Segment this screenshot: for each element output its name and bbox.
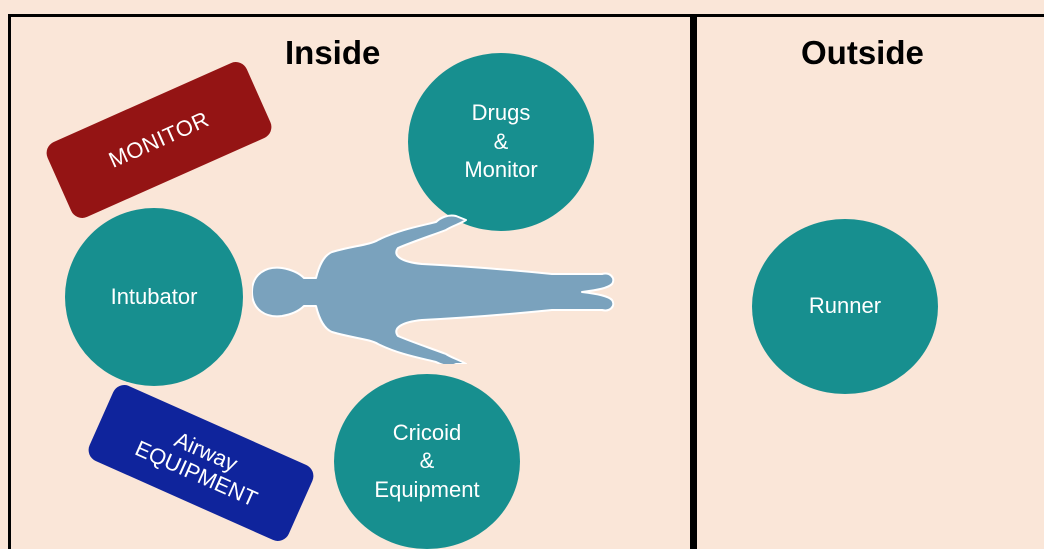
drugs-monitor-role: Drugs & Monitor	[408, 53, 594, 231]
cricoid-line3: Equipment	[374, 476, 479, 505]
inside-title: Inside	[285, 36, 380, 69]
runner-label: Runner	[809, 292, 881, 321]
drugs-line2: &	[494, 128, 509, 157]
cricoid-equipment-role: Cricoid & Equipment	[334, 374, 520, 549]
cricoid-line1: Cricoid	[393, 419, 461, 448]
drugs-line3: Monitor	[464, 156, 537, 185]
outside-title: Outside	[801, 36, 924, 69]
runner-role: Runner	[752, 219, 938, 394]
cricoid-line2: &	[420, 447, 435, 476]
patient-figure-icon	[252, 212, 617, 364]
drugs-line1: Drugs	[472, 99, 531, 128]
zone-divider	[690, 14, 697, 549]
monitor-label: MONITOR	[105, 106, 213, 173]
intubator-label: Intubator	[111, 283, 198, 312]
intubator-role: Intubator	[65, 208, 243, 386]
